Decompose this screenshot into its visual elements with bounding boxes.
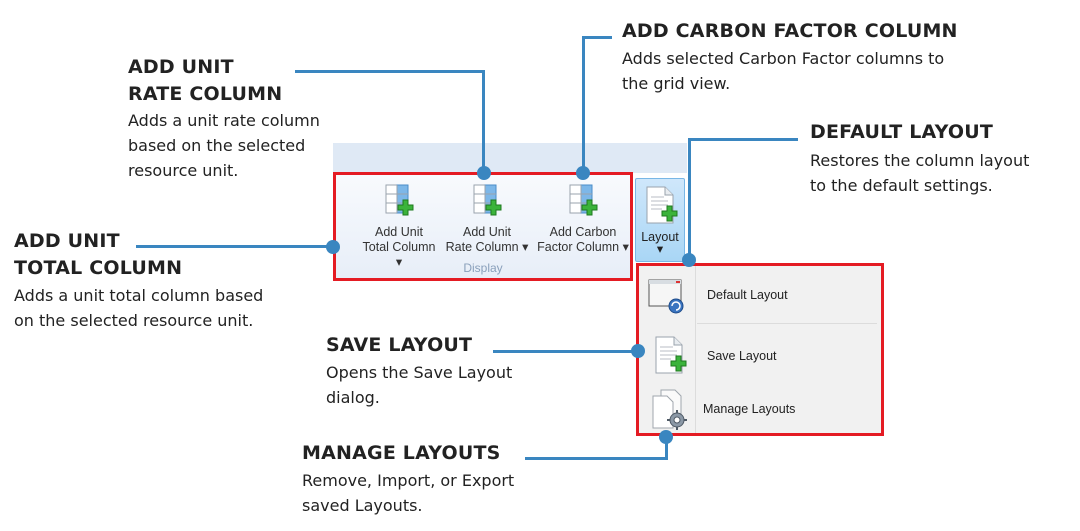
callout-desc-save-layout: Opens the Save Layout dialog. xyxy=(326,360,512,410)
button-label: Add Unit xyxy=(375,225,423,239)
callout-title-line: TOTAL COLUMN xyxy=(14,257,183,279)
callout-desc-line: to the default settings. xyxy=(810,176,993,195)
menu-item-manage-layouts[interactable]: Manage Layouts xyxy=(639,384,881,439)
ribbon-group-label: Display xyxy=(463,261,503,275)
callout-desc-line: based on the selected xyxy=(128,136,306,155)
button-label: Total Column ▾ xyxy=(362,240,436,269)
callout-connector xyxy=(582,36,612,39)
callout-desc-line: Adds a unit rate column xyxy=(128,111,320,130)
callout-desc-line: Remove, Import, or Export xyxy=(302,471,515,490)
callout-connector xyxy=(665,436,668,460)
callout-title-line: ADD UNIT xyxy=(14,230,120,252)
menu-separator xyxy=(697,323,877,324)
callout-title-add-unit-rate: ADD UNIT RATE COLUMN xyxy=(128,54,282,108)
callout-title-line: ADD UNIT xyxy=(128,56,234,78)
add-unit-rate-column-button[interactable]: Add Unit Rate Column ▾ xyxy=(441,181,533,255)
callout-desc-add-carbon-factor: Adds selected Carbon Factor columns to t… xyxy=(622,46,944,96)
button-label: Factor Column ▾ xyxy=(537,240,629,254)
button-label: Rate Column ▾ xyxy=(445,240,529,254)
menu-item-label: Manage Layouts xyxy=(703,402,796,416)
callout-desc-manage-layouts: Remove, Import, or Export saved Layouts. xyxy=(302,468,514,518)
document-add-icon xyxy=(636,185,684,230)
menu-item-save-layout[interactable]: Save Layout xyxy=(639,329,881,384)
callout-dot xyxy=(576,166,590,180)
callout-connector xyxy=(136,245,332,248)
add-unit-total-column-button[interactable]: Add Unit Total Column ▾ xyxy=(358,181,440,270)
layout-button[interactable]: Layout ▾ xyxy=(635,178,685,262)
dropdown-arrow-icon: ▾ xyxy=(656,242,664,256)
layout-button-label: Layout xyxy=(641,230,679,244)
callout-desc-line: resource unit. xyxy=(128,161,239,180)
callout-connector xyxy=(493,350,638,353)
menu-icon-gutter xyxy=(639,266,696,433)
document-gear-icon xyxy=(649,388,689,437)
callout-desc-line: Adds selected Carbon Factor columns to xyxy=(622,49,945,68)
add-carbon-factor-column-button[interactable]: Add Carbon Factor Column ▾ xyxy=(534,181,632,255)
table-add-icon xyxy=(471,181,503,221)
layout-dropdown-menu: Default Layout Save Layout Manage Layou xyxy=(636,263,884,436)
callout-dot xyxy=(477,166,491,180)
table-add-icon xyxy=(383,181,415,221)
callout-desc-default-layout: Restores the column layout to the defaul… xyxy=(810,148,1029,198)
callout-dot xyxy=(326,240,340,254)
callout-dot xyxy=(631,344,645,358)
callout-desc-line: Adds a unit total column based xyxy=(14,286,264,305)
dropdown-arrow-icon: ▾ xyxy=(522,240,529,254)
callout-desc-add-unit-rate: Adds a unit rate column based on the sel… xyxy=(128,108,320,183)
callout-connector xyxy=(688,138,691,260)
document-add-icon xyxy=(651,335,687,382)
callout-title-default-layout: DEFAULT LAYOUT xyxy=(810,121,994,143)
menu-item-default-layout[interactable]: Default Layout xyxy=(639,268,881,323)
callout-connector xyxy=(688,138,798,141)
callout-connector xyxy=(525,457,668,460)
callout-desc-line: on the selected resource unit. xyxy=(14,311,254,330)
callout-desc-line: Opens the Save Layout xyxy=(326,363,513,382)
callout-connector xyxy=(582,36,585,172)
button-label: Add Carbon xyxy=(549,225,617,239)
button-label: Add Unit xyxy=(463,225,511,239)
table-add-icon xyxy=(567,181,599,221)
callout-title-manage-layouts: MANAGE LAYOUTS xyxy=(302,442,501,464)
callout-desc-line: the grid view. xyxy=(622,74,731,93)
dropdown-arrow-icon: ▾ xyxy=(622,240,629,254)
callout-dot xyxy=(682,253,696,267)
menu-item-label: Default Layout xyxy=(707,288,788,302)
callout-connector xyxy=(295,70,485,73)
callout-dot xyxy=(659,430,673,444)
callout-desc-add-unit-total: Adds a unit total column based on the se… xyxy=(14,283,263,333)
callout-desc-line: dialog. xyxy=(326,388,380,407)
window-reset-icon xyxy=(647,276,687,321)
callout-desc-line: Restores the column layout xyxy=(810,151,1030,170)
ribbon-background xyxy=(333,143,687,173)
display-ribbon-group: Add Unit Total Column ▾ Add Unit Rate Co… xyxy=(333,172,633,281)
callout-title-add-unit-total: ADD UNIT TOTAL COLUMN xyxy=(14,228,182,282)
callout-title-save-layout: SAVE LAYOUT xyxy=(326,334,473,356)
callout-title-add-carbon-factor: ADD CARBON FACTOR COLUMN xyxy=(622,20,958,42)
menu-item-label: Save Layout xyxy=(707,349,777,363)
dropdown-arrow-icon: ▾ xyxy=(395,255,403,269)
callout-connector xyxy=(482,70,485,172)
callout-title-line: RATE COLUMN xyxy=(128,83,283,105)
callout-desc-line: saved Layouts. xyxy=(302,496,423,515)
